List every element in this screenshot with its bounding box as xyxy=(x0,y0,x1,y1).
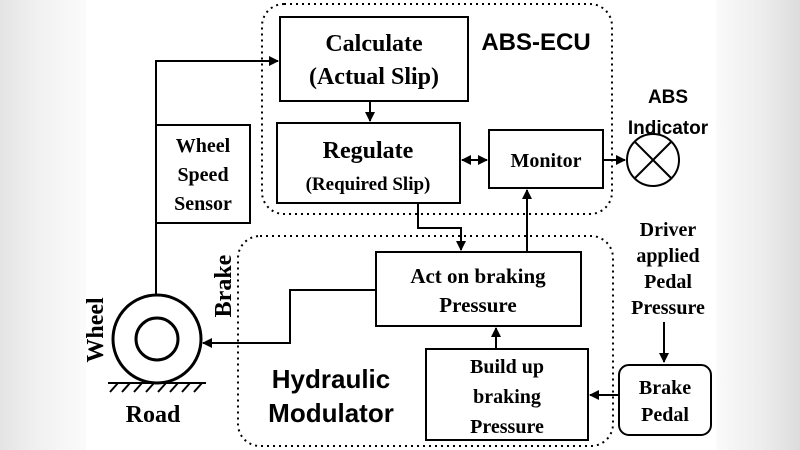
right-background-blur xyxy=(716,0,800,450)
monitor-label: Monitor xyxy=(510,150,581,172)
build-line3: Pressure xyxy=(470,416,544,438)
regulate-box xyxy=(276,122,461,204)
lamp-cross-b xyxy=(634,141,672,179)
sensor-line1: Wheel xyxy=(176,135,231,157)
road-hatching xyxy=(109,382,203,393)
diagram-canvas xyxy=(86,0,716,450)
wheel-hub-icon xyxy=(134,316,180,362)
brake-pedal-box xyxy=(618,364,712,436)
ecu-label: ABS-ECU xyxy=(481,29,590,56)
driver-line2: applied xyxy=(636,245,699,267)
build-line1: Build up xyxy=(470,356,544,378)
arrow-regulate-to-act xyxy=(417,203,466,251)
modulator-label-line2: Modulator xyxy=(268,398,394,428)
abs-indicator-lamp-icon xyxy=(626,133,680,187)
pedal-line1: Brake xyxy=(639,377,691,399)
road-label: Road xyxy=(126,402,181,428)
calculate-line1: Calculate xyxy=(325,31,423,57)
driver-line1: Driver xyxy=(640,219,697,241)
abs-indicator-line2: Indicator xyxy=(628,118,709,139)
left-background-blur xyxy=(0,0,86,450)
wheel-label: Wheel xyxy=(83,297,109,363)
sensor-line3: Sensor xyxy=(174,193,232,215)
regulate-line1: Regulate xyxy=(323,138,414,164)
act-line1: Act on braking xyxy=(410,264,546,288)
abs-indicator-line1: ABS xyxy=(648,87,688,108)
arrow-wheel-to-calculate xyxy=(155,56,279,294)
calculate-line2: (Actual Slip) xyxy=(309,64,439,90)
brake-label: Brake xyxy=(211,254,237,317)
arrow-act-to-wheel xyxy=(202,289,376,348)
modulator-region xyxy=(237,235,614,447)
act-line2: Pressure xyxy=(439,293,516,317)
driver-line4: Pressure xyxy=(631,297,705,319)
build-line2: braking xyxy=(473,386,541,408)
regulate-line2: (Required Slip) xyxy=(306,174,431,195)
modulator-label-line1: Hydraulic xyxy=(272,364,391,394)
build-up-box xyxy=(425,348,589,441)
sensor-line2: Speed xyxy=(177,164,228,186)
pedal-line2: Pedal xyxy=(641,404,689,426)
calculate-box xyxy=(279,16,469,102)
driver-line3: Pedal xyxy=(644,271,692,293)
